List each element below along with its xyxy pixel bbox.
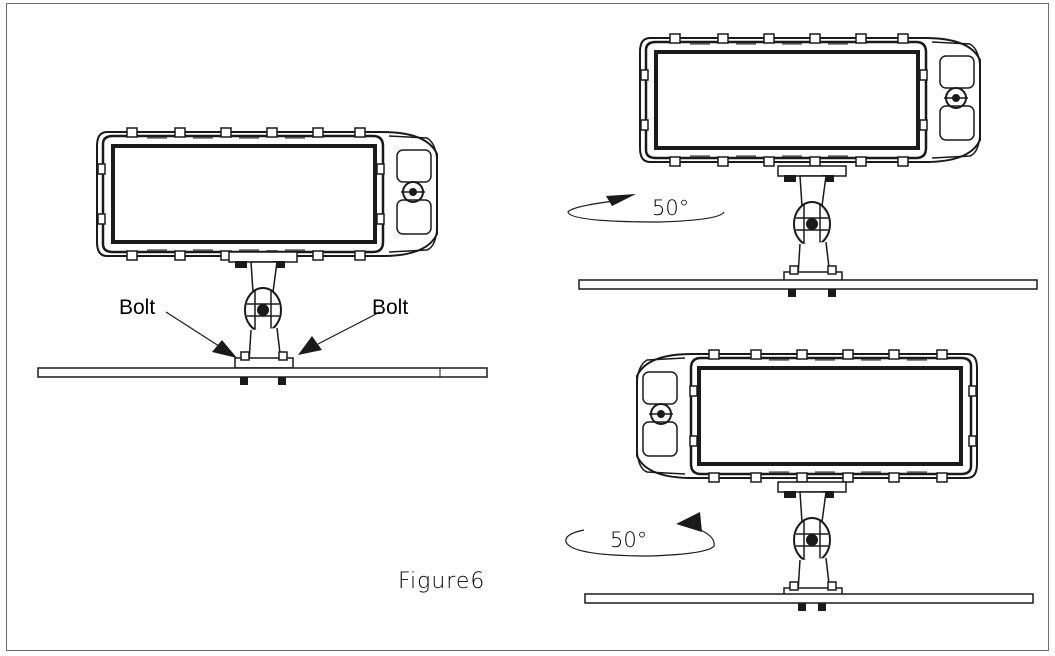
bracket-left (228, 251, 298, 369)
rotation-arrow-left (565, 512, 715, 557)
mounting-plate-top-right (578, 279, 1038, 297)
bracket-bottom-right (777, 481, 847, 599)
floodlight-bottom-right (635, 348, 979, 484)
figure-caption: Figure6 (398, 569, 486, 594)
floodlight-top-right (638, 32, 982, 168)
mounting-plate-left (37, 367, 488, 385)
bolt-label-right: Bolt (372, 296, 409, 319)
rotation-label-right: 50° (652, 196, 690, 220)
rotation-arrow-right (567, 194, 725, 223)
mounting-plate-bottom-right (584, 593, 1034, 611)
rotation-label-left: 50° (610, 528, 648, 552)
floodlight-left (95, 126, 439, 262)
bracket-top-right (777, 165, 847, 283)
figure-frame (6, 3, 1049, 651)
bolt-label-left: Bolt (119, 296, 156, 319)
bolt-pointer-right (298, 311, 381, 355)
bolt-pointer-left (165, 311, 237, 358)
